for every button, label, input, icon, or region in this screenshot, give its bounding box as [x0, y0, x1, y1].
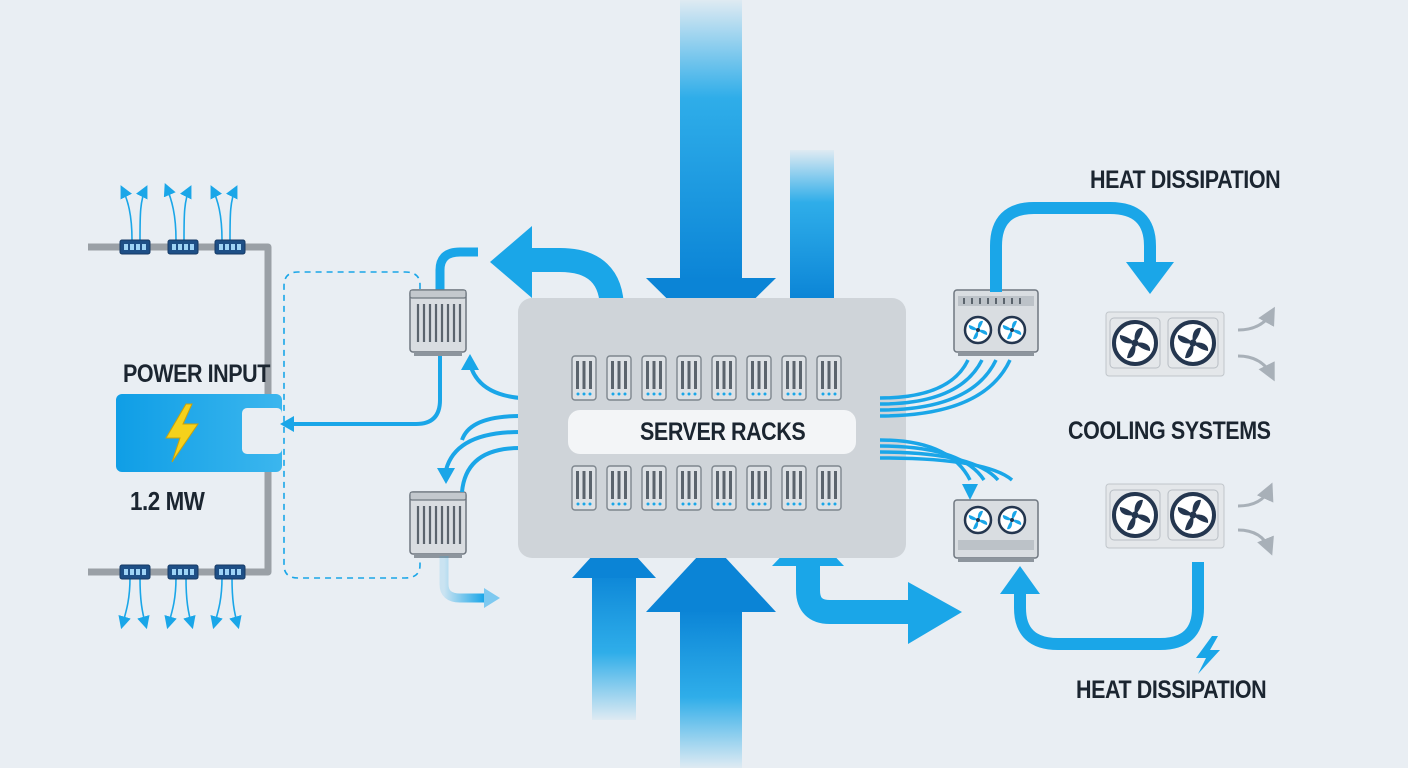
server-rack-icon — [571, 355, 597, 401]
server-rack-icon — [816, 465, 842, 511]
power-feed-lines — [282, 330, 520, 463]
power-input-block — [116, 394, 282, 472]
fan-icon — [1108, 316, 1162, 370]
fan-icon — [1166, 488, 1220, 542]
server-racks-label: SERVER RACKS — [640, 418, 806, 446]
grid-connector — [214, 564, 246, 580]
inflow-top-main — [646, 0, 776, 342]
cooling-fan-unit-bottom — [1105, 483, 1225, 549]
power-rating-label: 1.2 MW — [130, 486, 205, 516]
fan-icon — [1108, 488, 1162, 542]
inflow-bottom-main — [646, 542, 776, 768]
chiller-unit-top — [953, 289, 1039, 356]
lightning-bolt-icon — [1196, 636, 1220, 674]
grid-connector — [167, 239, 199, 255]
server-rack-icon — [641, 355, 667, 401]
server-rack-icon — [781, 465, 807, 511]
fan-icon — [997, 315, 1027, 345]
server-rack-icon — [641, 465, 667, 511]
hvac-unit-top-left — [408, 247, 478, 358]
server-rack-icon — [816, 355, 842, 401]
heat-dissipation-loop-top — [990, 202, 1174, 294]
lightning-bolt-icon — [165, 403, 199, 463]
server-racks-label-band — [568, 410, 856, 454]
fan-icon — [1166, 316, 1220, 370]
heat-dissipation-label-bottom: HEAT DISSIPATION — [1076, 676, 1267, 704]
fan-icon — [963, 315, 993, 345]
cooling-fan-unit-top — [1105, 311, 1225, 377]
server-rack-icon — [746, 465, 772, 511]
coolant-pipes — [879, 359, 1014, 482]
fan-icon — [963, 505, 993, 535]
server-rack-icon — [746, 355, 772, 401]
server-rack-icon — [676, 355, 702, 401]
inflow-bottom-left — [572, 532, 656, 720]
grid-connector — [119, 564, 151, 580]
grid-connector — [167, 564, 199, 580]
server-racks-panel — [518, 298, 906, 558]
fan-icon — [997, 505, 1027, 535]
grid-connector — [214, 239, 246, 255]
server-rack-icon — [781, 355, 807, 401]
server-rack-icon — [711, 465, 737, 511]
server-rack-icon — [711, 355, 737, 401]
hvac-unit-bottom-left — [408, 490, 500, 608]
server-rack-icon — [606, 465, 632, 511]
server-rack-icon — [676, 465, 702, 511]
grid-connector — [119, 239, 151, 255]
heat-dissipation-label-top: HEAT DISSIPATION — [1090, 166, 1281, 194]
cooling-systems-label: COOLING SYSTEMS — [1068, 417, 1271, 445]
heat-dissipation-loop-bottom — [1000, 562, 1220, 674]
server-rack-icon — [571, 465, 597, 511]
chiller-unit-bottom — [953, 499, 1039, 562]
server-rack-icon — [606, 355, 632, 401]
power-input-label: POWER INPUT — [123, 360, 270, 388]
exhaust-arrows — [1237, 306, 1275, 556]
